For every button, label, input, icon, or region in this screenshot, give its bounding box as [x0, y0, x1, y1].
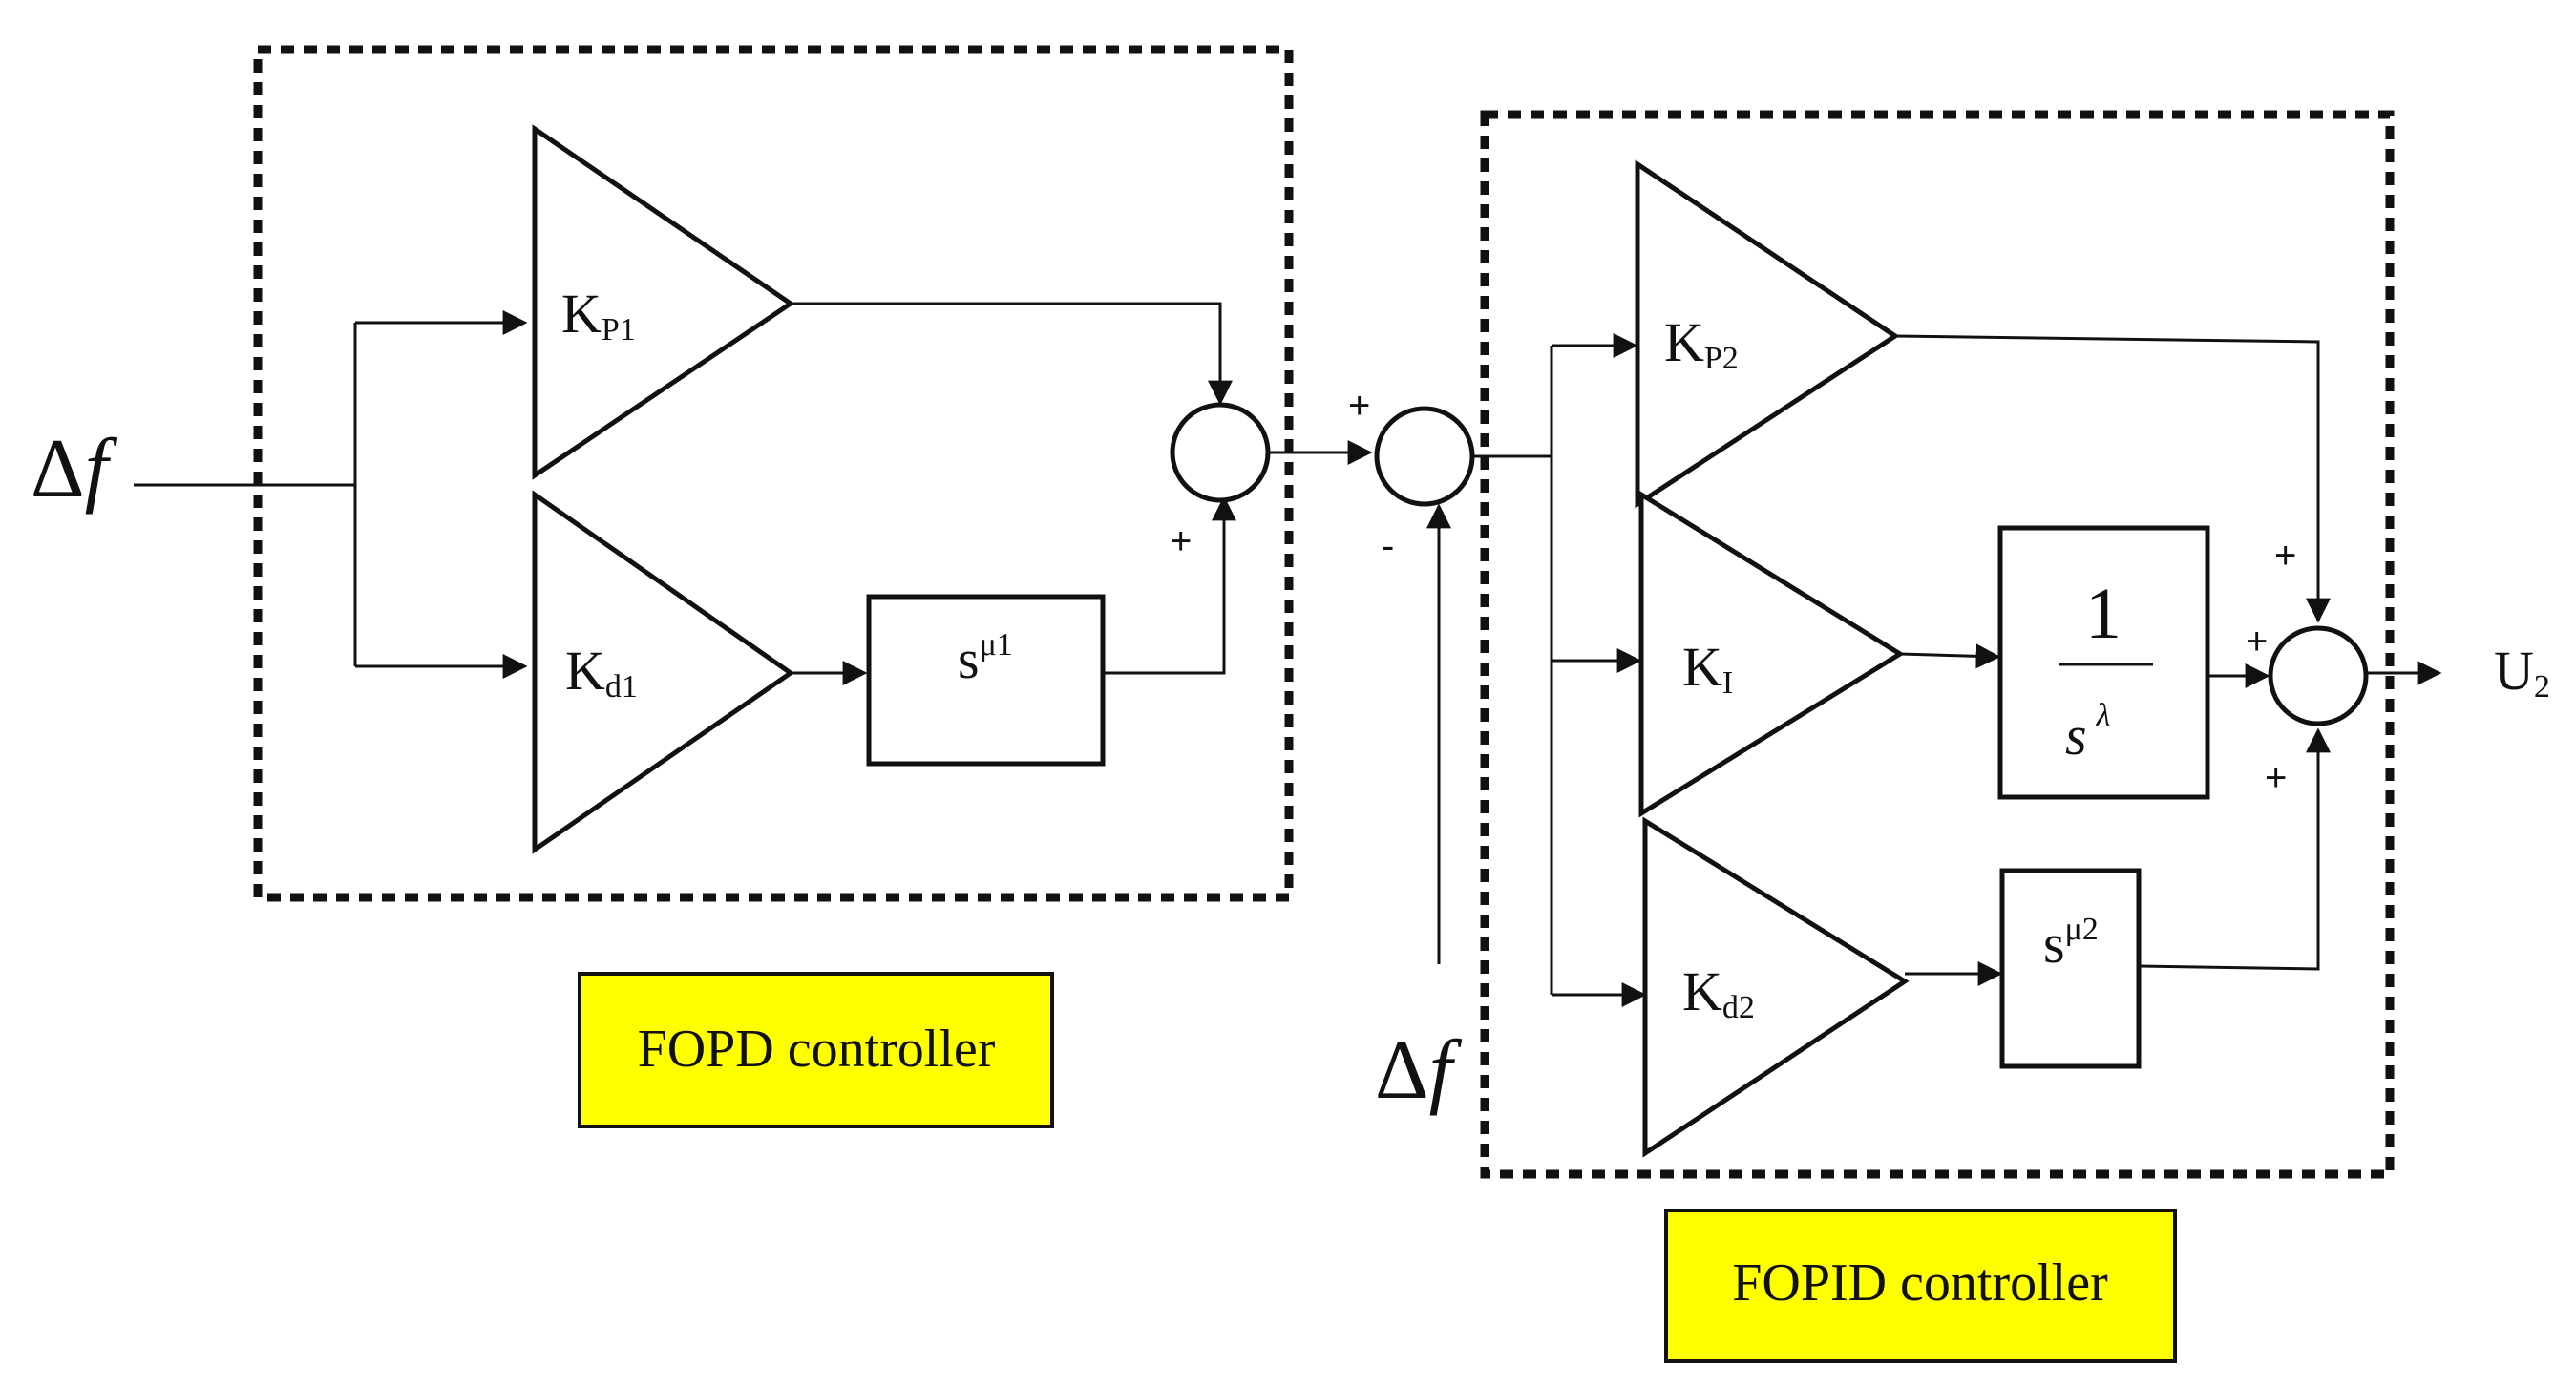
kd2-gain-block [1642, 816, 1910, 1158]
ki-label: KI [1682, 636, 1733, 701]
fopid-wiring [1472, 333, 2442, 1007]
mid-sum-sign-minus: - [1382, 525, 1394, 567]
integrator-block [1997, 525, 2210, 800]
kp2-gain-block [1635, 159, 1900, 509]
output-u2-label: U2 [2494, 640, 2550, 705]
fopid-caption-box [1664, 1209, 2177, 1363]
fopid-sum-junction [2268, 625, 2369, 726]
input-delta-f-bottom: Δf [1375, 1024, 1463, 1117]
kd1-gain-block [532, 490, 795, 854]
fopid-boundary [1480, 110, 2395, 1179]
input-delta-f-left: Δf [31, 423, 118, 516]
kp1-gain-block [532, 124, 795, 480]
fopd-caption-box [578, 972, 1054, 1128]
kd1-label: Kd1 [565, 640, 638, 705]
integrator-numerator: 1 [2085, 574, 2122, 654]
fopid-s-mu2-block [1999, 868, 2142, 1069]
kp1-label: KP1 [561, 283, 636, 347]
fopd-sum-sign-bottom: + [1170, 520, 1192, 562]
fopd-s-mu1-block [866, 594, 1106, 767]
fopd-caption: FOPD controller [638, 1020, 996, 1079]
s-mu1-label: sμ1 [958, 627, 1013, 690]
fopid-caption: FOPID controller [1732, 1253, 2108, 1313]
fopd-wiring [134, 302, 1451, 964]
mid-sum-sign-plus: + [1348, 385, 1370, 427]
kd2-label: Kd2 [1682, 960, 1755, 1025]
fopid-sum-sign-left: + [2246, 621, 2268, 663]
fopd-sum-junction [1170, 402, 1271, 503]
middle-sum-junction [1374, 406, 1475, 507]
s-mu2-label: sμ2 [2043, 912, 2099, 975]
fopid-sum-sign-top: + [2274, 535, 2296, 577]
kp2-label: KP2 [1664, 311, 1739, 376]
fopd-boundary [253, 45, 1294, 902]
ki-gain-block [1638, 490, 1905, 818]
fopid-sum-sign-bottom: + [2265, 757, 2287, 799]
